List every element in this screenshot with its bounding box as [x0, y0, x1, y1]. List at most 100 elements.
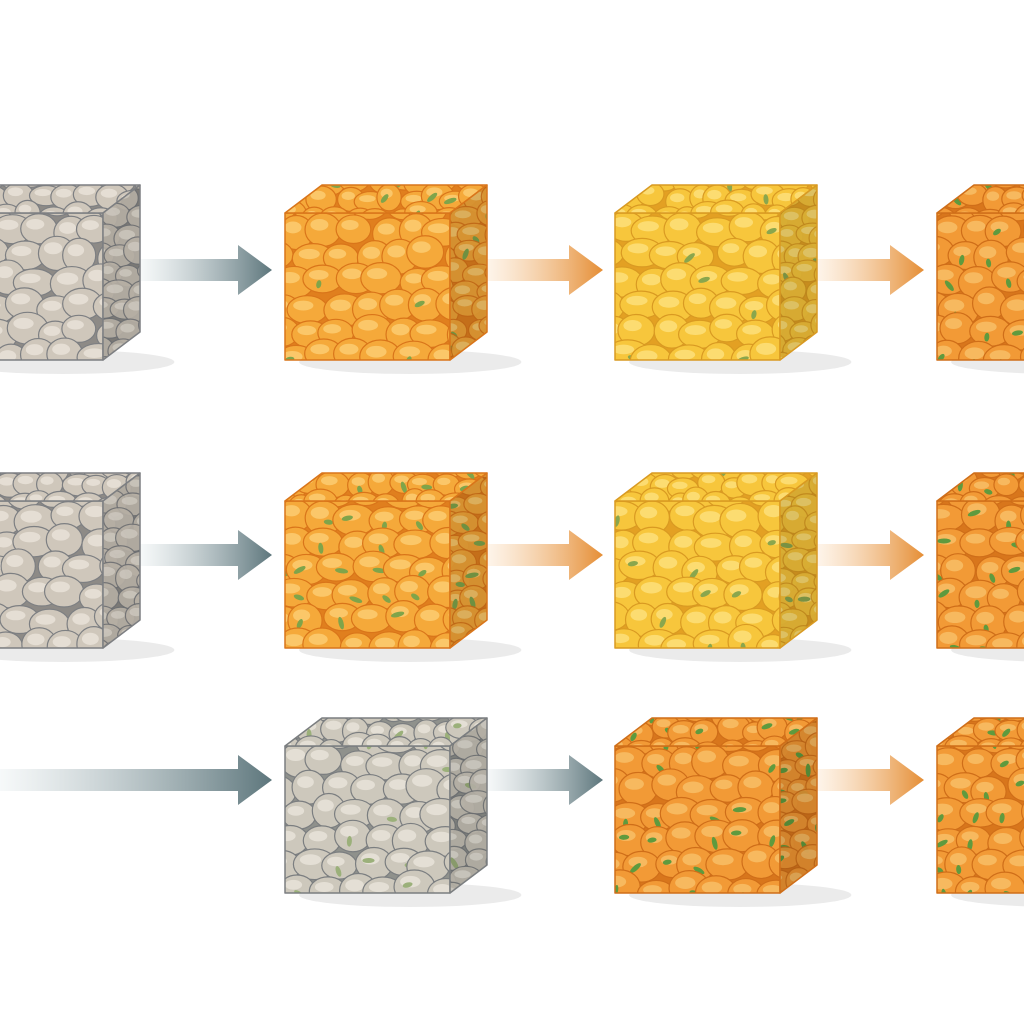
- pebble-highlight: [659, 320, 678, 333]
- pebble-highlight: [110, 611, 125, 619]
- pebble-highlight: [494, 496, 507, 503]
- pebble-highlight: [742, 324, 762, 335]
- pebble: [616, 369, 659, 400]
- pebble-highlight: [657, 169, 671, 177]
- green-speck: [603, 592, 616, 602]
- pebble: [480, 185, 487, 211]
- pebble-highlight: [450, 593, 462, 602]
- pebble-highlight: [756, 186, 773, 195]
- pebble: [147, 298, 179, 322]
- green-speck: [412, 461, 422, 468]
- pebble-highlight: [480, 172, 494, 182]
- green-speck: [414, 300, 425, 308]
- pebble-highlight: [343, 170, 359, 179]
- pebble-highlight: [0, 458, 16, 468]
- row-2-arrow-3: [817, 530, 924, 580]
- pebble-highlight: [823, 496, 840, 505]
- pebble: [493, 202, 521, 230]
- row-2-cube-1: [0, 458, 176, 662]
- pebble-highlight: [707, 189, 722, 200]
- pebble-highlight: [285, 476, 299, 487]
- pebble: [813, 530, 817, 552]
- pebble: [97, 241, 103, 277]
- pebble-highlight: [88, 463, 101, 471]
- green-speck: [731, 591, 742, 598]
- pebble-highlight: [397, 171, 418, 183]
- pebble: [345, 207, 375, 213]
- pebble-highlight: [630, 609, 648, 621]
- pebble-highlight: [157, 458, 170, 466]
- pebble-highlight: [293, 189, 306, 197]
- pebble: [923, 159, 961, 194]
- pebble-highlight: [473, 665, 491, 676]
- pebble: [0, 501, 18, 513]
- pebble-highlight: [775, 375, 795, 384]
- pebble-highlight: [462, 227, 480, 235]
- pebble-highlight: [454, 285, 471, 295]
- pebble: [285, 185, 308, 195]
- pebble-highlight: [989, 350, 1011, 360]
- green-speck: [341, 515, 353, 521]
- pebble-highlight: [816, 589, 817, 598]
- pebble-highlight: [282, 457, 295, 465]
- green-speck: [478, 462, 489, 474]
- pebble-highlight: [0, 637, 11, 648]
- pebble-highlight: [682, 247, 701, 258]
- pebble-highlight: [787, 552, 803, 561]
- pebble-highlight: [477, 457, 494, 466]
- pebble-highlight: [426, 187, 443, 197]
- pebble-highlight: [149, 173, 167, 183]
- pebble-highlight: [148, 533, 161, 541]
- pebble-highlight: [733, 630, 752, 643]
- pebble-highlight: [820, 532, 834, 541]
- pebble: [156, 296, 182, 316]
- pebble-highlight: [463, 534, 480, 542]
- pebble-highlight: [817, 492, 833, 502]
- green-speck: [612, 655, 618, 669]
- pebble-highlight: [308, 493, 326, 501]
- pebble-highlight: [120, 528, 138, 539]
- green-speck: [494, 580, 506, 592]
- green-speck: [445, 662, 458, 674]
- pebble-highlight: [3, 170, 19, 178]
- pebble-highlight: [956, 169, 972, 176]
- pebble-highlight: [154, 167, 170, 176]
- pebble-highlight: [285, 492, 286, 501]
- pebble-highlight: [0, 266, 14, 279]
- pebble: [628, 164, 660, 185]
- green-speck: [684, 253, 695, 263]
- pebble-highlight: [433, 349, 450, 360]
- pebble-highlight: [377, 223, 395, 235]
- green-speck: [349, 596, 363, 603]
- pebble-highlight: [493, 227, 509, 236]
- green-speck: [921, 306, 930, 316]
- pebble-highlight: [997, 267, 1016, 278]
- pebble-highlight: [809, 515, 817, 524]
- pebble-highlight: [280, 171, 296, 181]
- green-speck: [700, 590, 711, 598]
- pebble-highlight: [404, 219, 422, 232]
- pebble-highlight: [699, 511, 721, 523]
- pebble-highlight: [790, 170, 805, 177]
- pebble-highlight: [350, 173, 364, 180]
- pebble-highlight: [816, 230, 830, 237]
- pebble: [652, 370, 689, 400]
- pebble-highlight: [28, 582, 48, 593]
- green-speck: [659, 616, 667, 628]
- pebble-highlight: [638, 532, 659, 544]
- pebble-highlight: [666, 639, 687, 648]
- pebble: [387, 185, 423, 191]
- pebble-highlight: [681, 461, 694, 469]
- pebble-highlight: [631, 171, 646, 180]
- pebble-highlight: [151, 303, 167, 311]
- green-speck: [836, 286, 845, 293]
- pebble-highlight: [644, 492, 659, 501]
- pebble-highlight: [753, 494, 771, 501]
- green-speck: [627, 561, 638, 567]
- pebble: [818, 491, 852, 517]
- pebble: [135, 579, 176, 614]
- pebble: [830, 164, 855, 191]
- pebble-highlight: [28, 166, 46, 177]
- pebble-highlight: [134, 337, 140, 346]
- pebble-highlight: [1006, 191, 1022, 200]
